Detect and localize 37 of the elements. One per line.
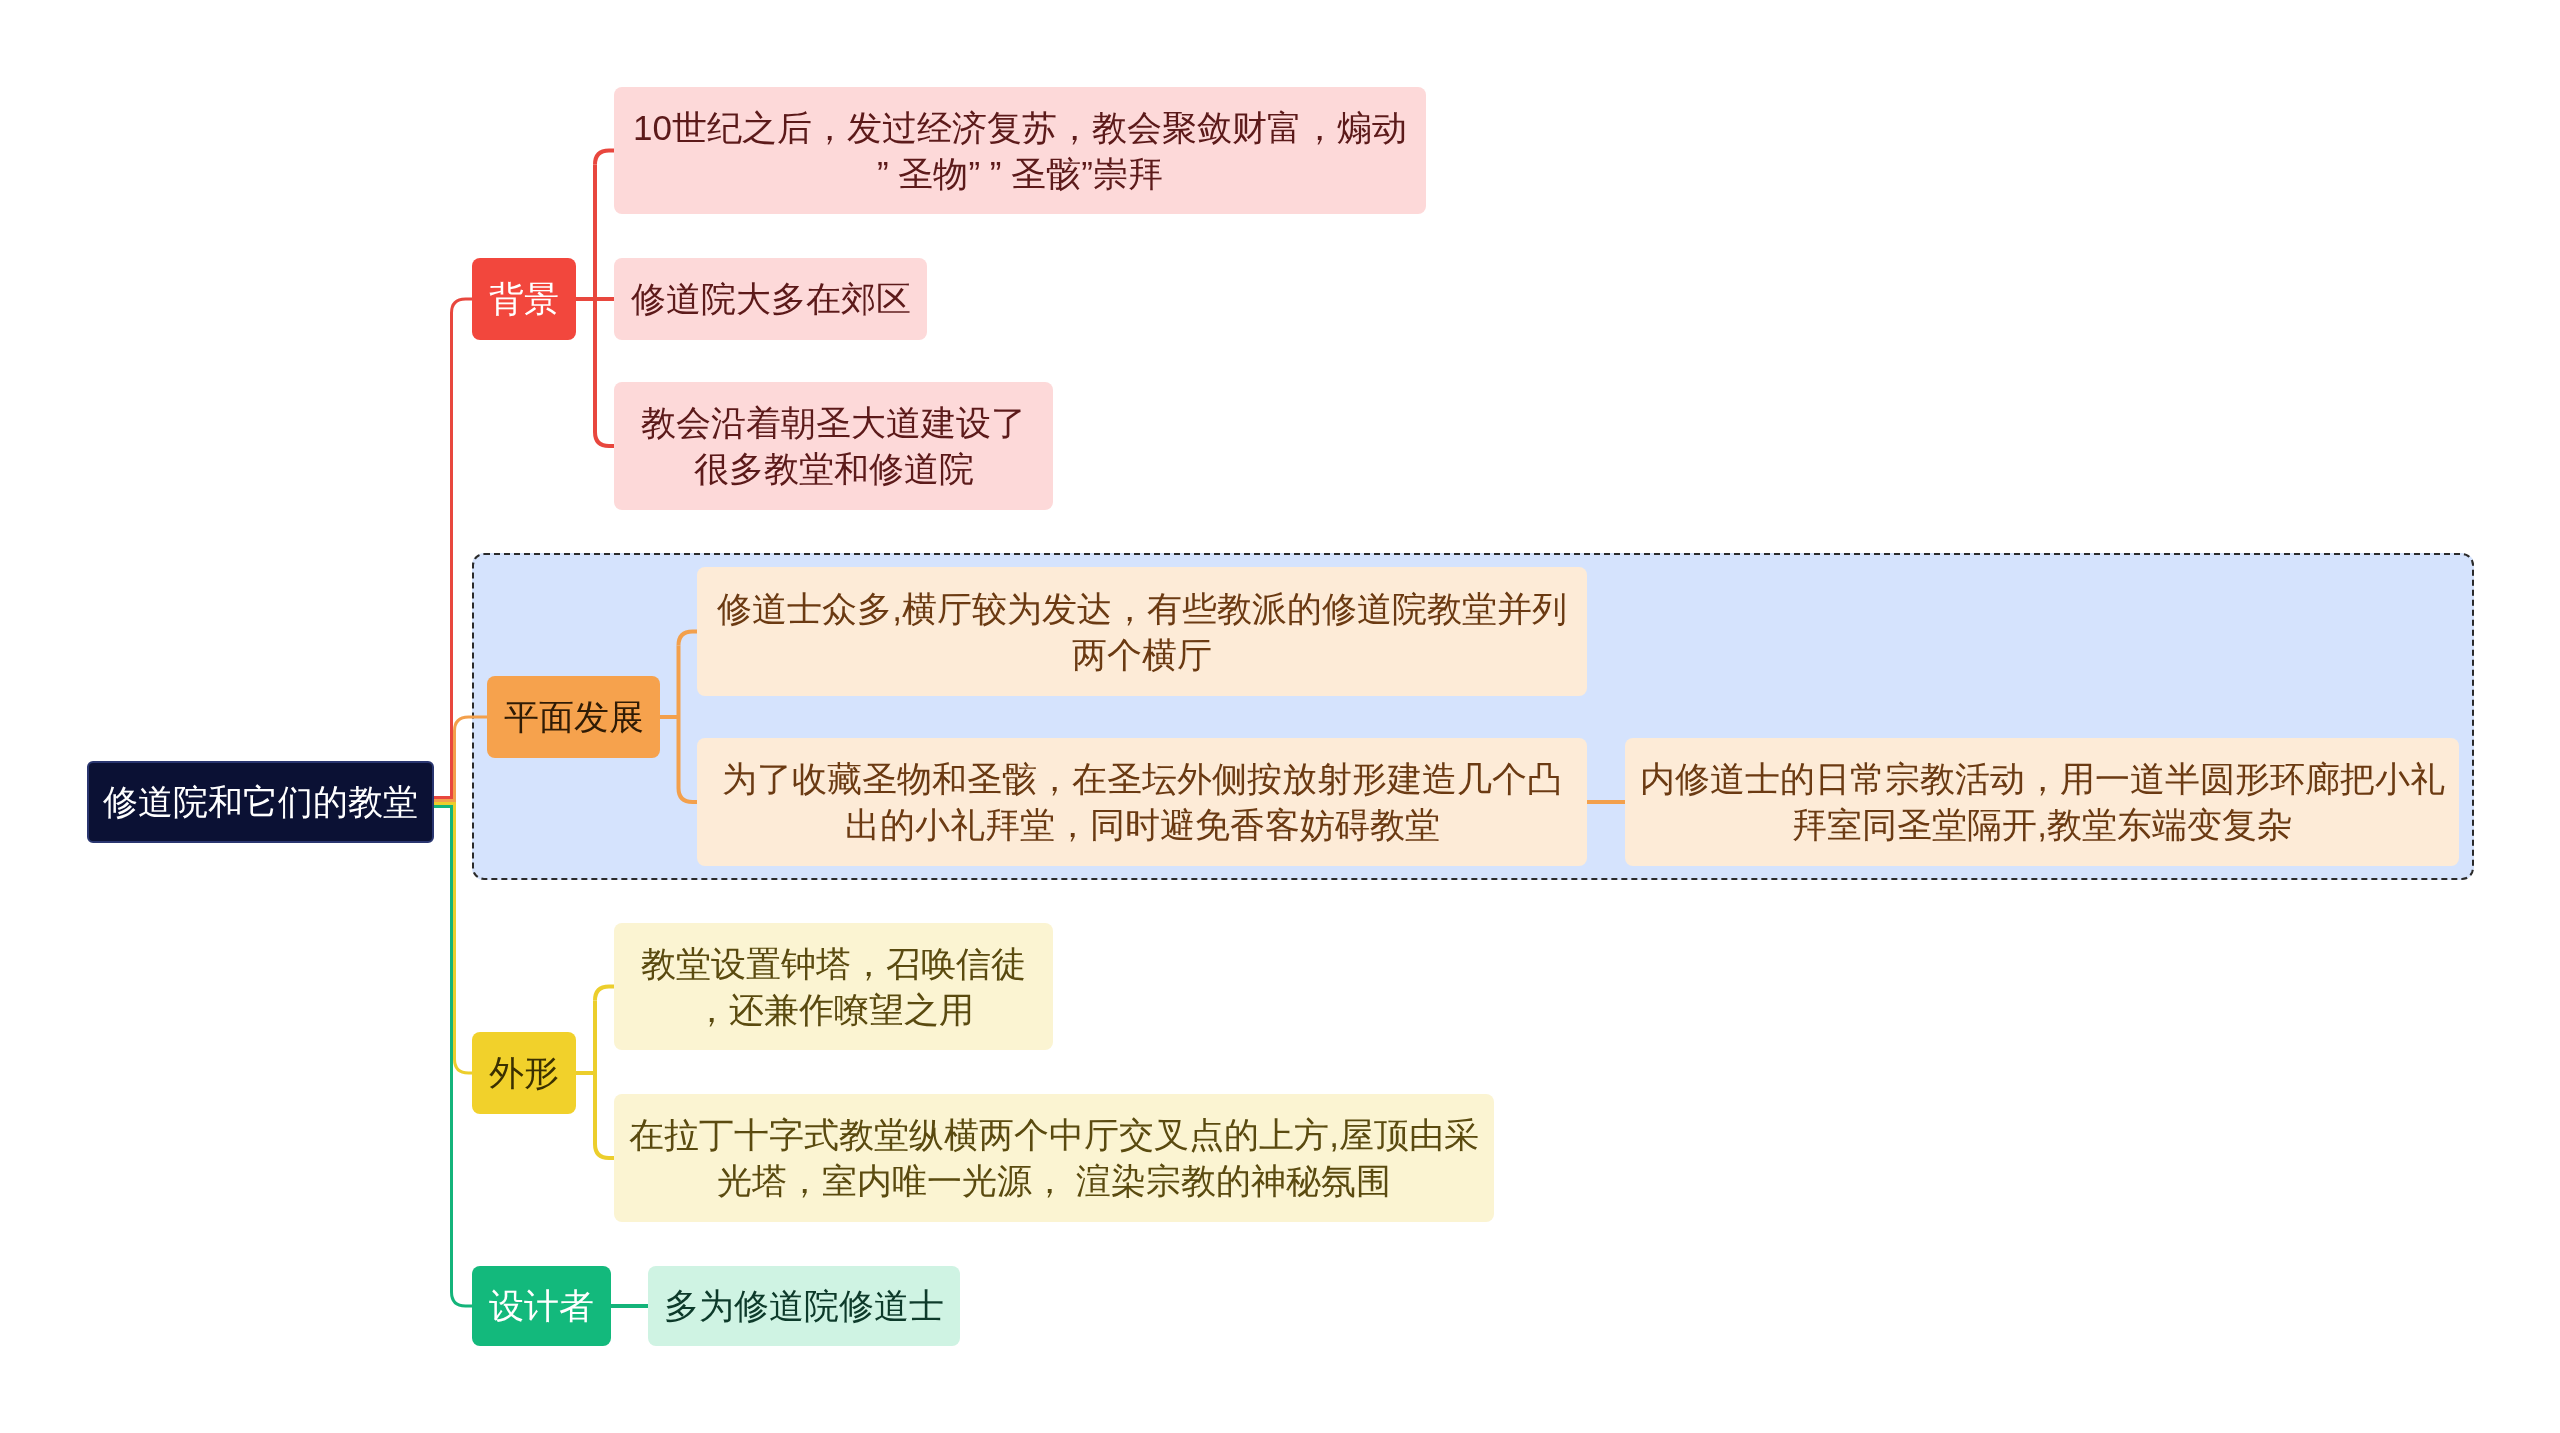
subtopic: 修道院大多在郊区	[614, 258, 927, 340]
connector-line	[593, 984, 614, 1001]
boundary-frame	[472, 553, 2474, 880]
connector-line	[434, 805, 472, 1308]
connector-line	[676, 787, 697, 804]
connector-line	[434, 802, 472, 1075]
connector-line	[593, 148, 614, 165]
connector-line	[576, 297, 595, 301]
subtopic: 内修道士的日常宗教活动，用一道半圆形环廊把小礼拜室同圣堂隔开,教堂东端变复杂	[1625, 738, 2459, 866]
connector-line	[595, 297, 614, 301]
connector-line	[676, 629, 697, 646]
connector-line	[434, 715, 487, 802]
main-topic: 外形	[472, 1032, 576, 1114]
connector-line	[593, 299, 597, 432]
subtopic: 修道士众多,横厅较为发达，有些教派的修道院教堂并列两个横厅	[697, 567, 1587, 696]
subtopic: 教堂设置钟塔，召唤信徒，还兼作嘹望之用	[614, 923, 1053, 1050]
connector-line	[593, 431, 614, 448]
connector-line	[660, 715, 679, 719]
subtopic: 在拉丁十字式教堂纵横两个中厅交叉点的上方,屋顶由采光塔，室内唯一光源， 渲染宗教的神秘氛围	[614, 1094, 1494, 1222]
connector-line	[593, 1000, 597, 1073]
connector-line	[1587, 800, 1625, 804]
connector-line	[593, 1073, 597, 1144]
subtopic: 10世纪之后，发过经济复苏，教会聚敛财富，煽动 ” 圣物” ” 圣骸”崇拜	[614, 87, 1426, 214]
central-topic: 修道院和它们的教堂	[87, 761, 434, 843]
connector-line	[576, 1071, 595, 1075]
subtopic: 为了收藏圣物和圣骸，在圣坛外侧按放射形建造几个凸出的小礼拜堂，同时避免香客妨碍教堂	[697, 738, 1587, 866]
connector-line	[611, 1304, 648, 1308]
main-topic: 设计者	[472, 1266, 611, 1346]
connector-line	[676, 717, 681, 788]
subtopic: 多为修道院修道士	[648, 1266, 960, 1346]
connector-line	[434, 297, 472, 799]
connector-line	[593, 164, 597, 299]
subtopic: 教会沿着朝圣大道建设了很多教堂和修道院	[614, 382, 1053, 510]
connector-line	[593, 1143, 614, 1160]
main-topic: 背景	[472, 258, 576, 340]
connector-line	[676, 645, 681, 717]
main-topic: 平面发展	[487, 676, 660, 758]
